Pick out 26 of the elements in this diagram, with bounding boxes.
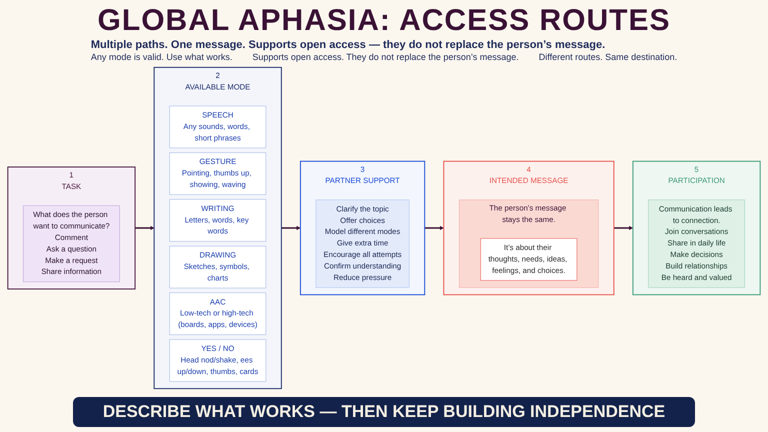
arrow	[424, 226, 444, 230]
node-box	[169, 292, 266, 335]
subtitle: Multiple paths. One message. Supports open access — they do not replace the person’s message.	[90, 39, 606, 51]
node-box	[648, 200, 745, 288]
node-box	[169, 199, 266, 242]
cluster	[7, 166, 136, 290]
node-box	[169, 152, 266, 195]
note-text: Supports open access. They do not replace the person’s message.	[252, 52, 519, 62]
node-box	[169, 339, 266, 382]
cluster	[458, 200, 599, 288]
caption-banner: DESCRIBE WHAT WORKS — THEN KEEP BUILDING INDEPENDENCE	[72, 397, 696, 427]
arrow	[135, 226, 154, 230]
arrow	[281, 226, 301, 230]
note-text: Different routes. Same destination.	[538, 52, 678, 62]
arrow	[614, 226, 634, 230]
cluster	[300, 160, 426, 296]
node-box	[169, 106, 266, 148]
cluster	[632, 160, 761, 296]
node-box	[169, 246, 266, 288]
note-text: Any mode is valid. Use what works.	[90, 52, 232, 62]
node-box	[480, 238, 578, 281]
cluster	[154, 66, 282, 390]
node-box	[23, 205, 120, 282]
title: GLOBAL APHASIA: ACCESS ROUTES	[98, 4, 670, 38]
node-box	[316, 200, 410, 288]
cluster	[443, 160, 614, 296]
